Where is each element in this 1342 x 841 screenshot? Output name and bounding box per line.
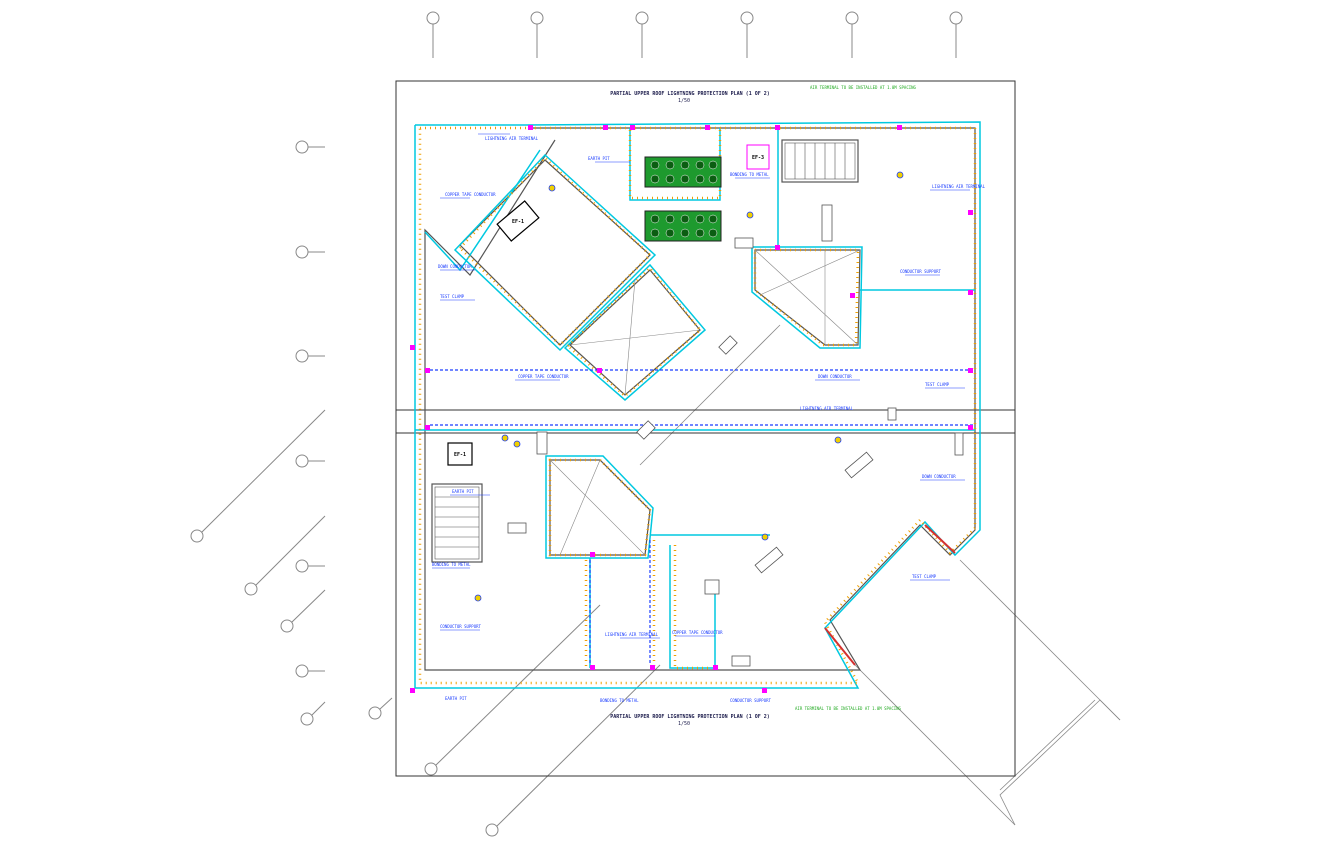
svg-text:DOWN CONDUCTOR: DOWN CONDUCTOR (818, 374, 852, 379)
svg-text:BONDING TO METAL: BONDING TO METAL (432, 562, 471, 567)
green-note-top: AIR TERMINAL TO BE INSTALLED AT 1.0M SPA… (810, 85, 917, 90)
svg-text:EF-1: EF-1 (454, 452, 466, 458)
diagonal-grid-lines (639, 324, 1121, 826)
green-note-bottom: AIR TERMINAL TO BE INSTALLED AT 1.0M SPA… (795, 706, 902, 711)
svg-text:EARTH PIT: EARTH PIT (588, 156, 610, 161)
svg-text:CONDUCTOR SUPPORT: CONDUCTOR SUPPORT (900, 269, 942, 274)
svg-text:BONDING TO METAL: BONDING TO METAL (600, 698, 639, 703)
test-clamps (410, 125, 973, 693)
svg-text:DOWN CONDUCTOR: DOWN CONDUCTOR (438, 264, 472, 269)
bottom-plan-title: PARTIAL UPPER ROOF LIGHTNING PROTECTION … (610, 714, 770, 720)
air-terminals (418, 126, 977, 685)
sheet-border (395, 80, 1016, 777)
bottom-plan-scale: 1/50 (678, 721, 690, 727)
svg-text:CONDUCTOR SUPPORT: CONDUCTOR SUPPORT (440, 624, 482, 629)
svg-text:DOWN CONDUCTOR: DOWN CONDUCTOR (922, 474, 956, 479)
stair-blocks (434, 142, 856, 560)
svg-text:EF-1: EF-1 (512, 219, 524, 225)
svg-text:CONDUCTOR SUPPORT: CONDUCTOR SUPPORT (730, 698, 772, 703)
svg-text:COPPER TAPE CONDUCTOR: COPPER TAPE CONDUCTOR (445, 192, 496, 197)
svg-text:LIGHTNING AIR TERMINAL: LIGHTNING AIR TERMINAL (800, 406, 854, 411)
hip-roof-lines (549, 249, 861, 556)
down-conductor-routes (430, 369, 975, 665)
svg-text:BONDING TO METAL: BONDING TO METAL (730, 172, 769, 177)
roof-walls (424, 127, 976, 671)
grid-bubbles-left (190, 140, 661, 837)
grid-bubbles-top (426, 11, 963, 58)
top-plan-title: PARTIAL UPPER ROOF LIGHTNING PROTECTION … (610, 91, 770, 97)
red-strips (824, 524, 956, 666)
svg-text:LIGHTNING AIR TERMINAL: LIGHTNING AIR TERMINAL (605, 632, 659, 637)
equipment-green (644, 156, 722, 242)
svg-text:EARTH PIT: EARTH PIT (452, 489, 474, 494)
top-plan-scale: 1/50 (678, 98, 690, 104)
svg-text:COPPER TAPE CONDUCTOR: COPPER TAPE CONDUCTOR (672, 630, 723, 635)
earth-pits (474, 171, 904, 602)
lightning-conductor (414, 121, 981, 689)
annotation-leaders (432, 133, 970, 639)
roof-vents (507, 204, 964, 667)
annotation-notes: LIGHTNING AIR TERMINAL COPPER TAPE CONDU… (432, 136, 986, 703)
svg-text:EF-3: EF-3 (752, 155, 764, 161)
svg-text:TEST CLAMP: TEST CLAMP (925, 382, 950, 387)
svg-text:LIGHTNING AIR TERMINAL: LIGHTNING AIR TERMINAL (485, 136, 539, 141)
svg-text:TEST CLAMP: TEST CLAMP (440, 294, 465, 299)
svg-text:LIGHTNING AIR TERMINAL: LIGHTNING AIR TERMINAL (932, 184, 986, 189)
svg-text:TEST CLAMP: TEST CLAMP (912, 574, 937, 579)
svg-text:COPPER TAPE CONDUCTOR: COPPER TAPE CONDUCTOR (518, 374, 569, 379)
svg-text:EARTH PIT: EARTH PIT (445, 696, 467, 701)
equipment-tags: EF-1 EF-1 EF-3 (447, 144, 770, 466)
